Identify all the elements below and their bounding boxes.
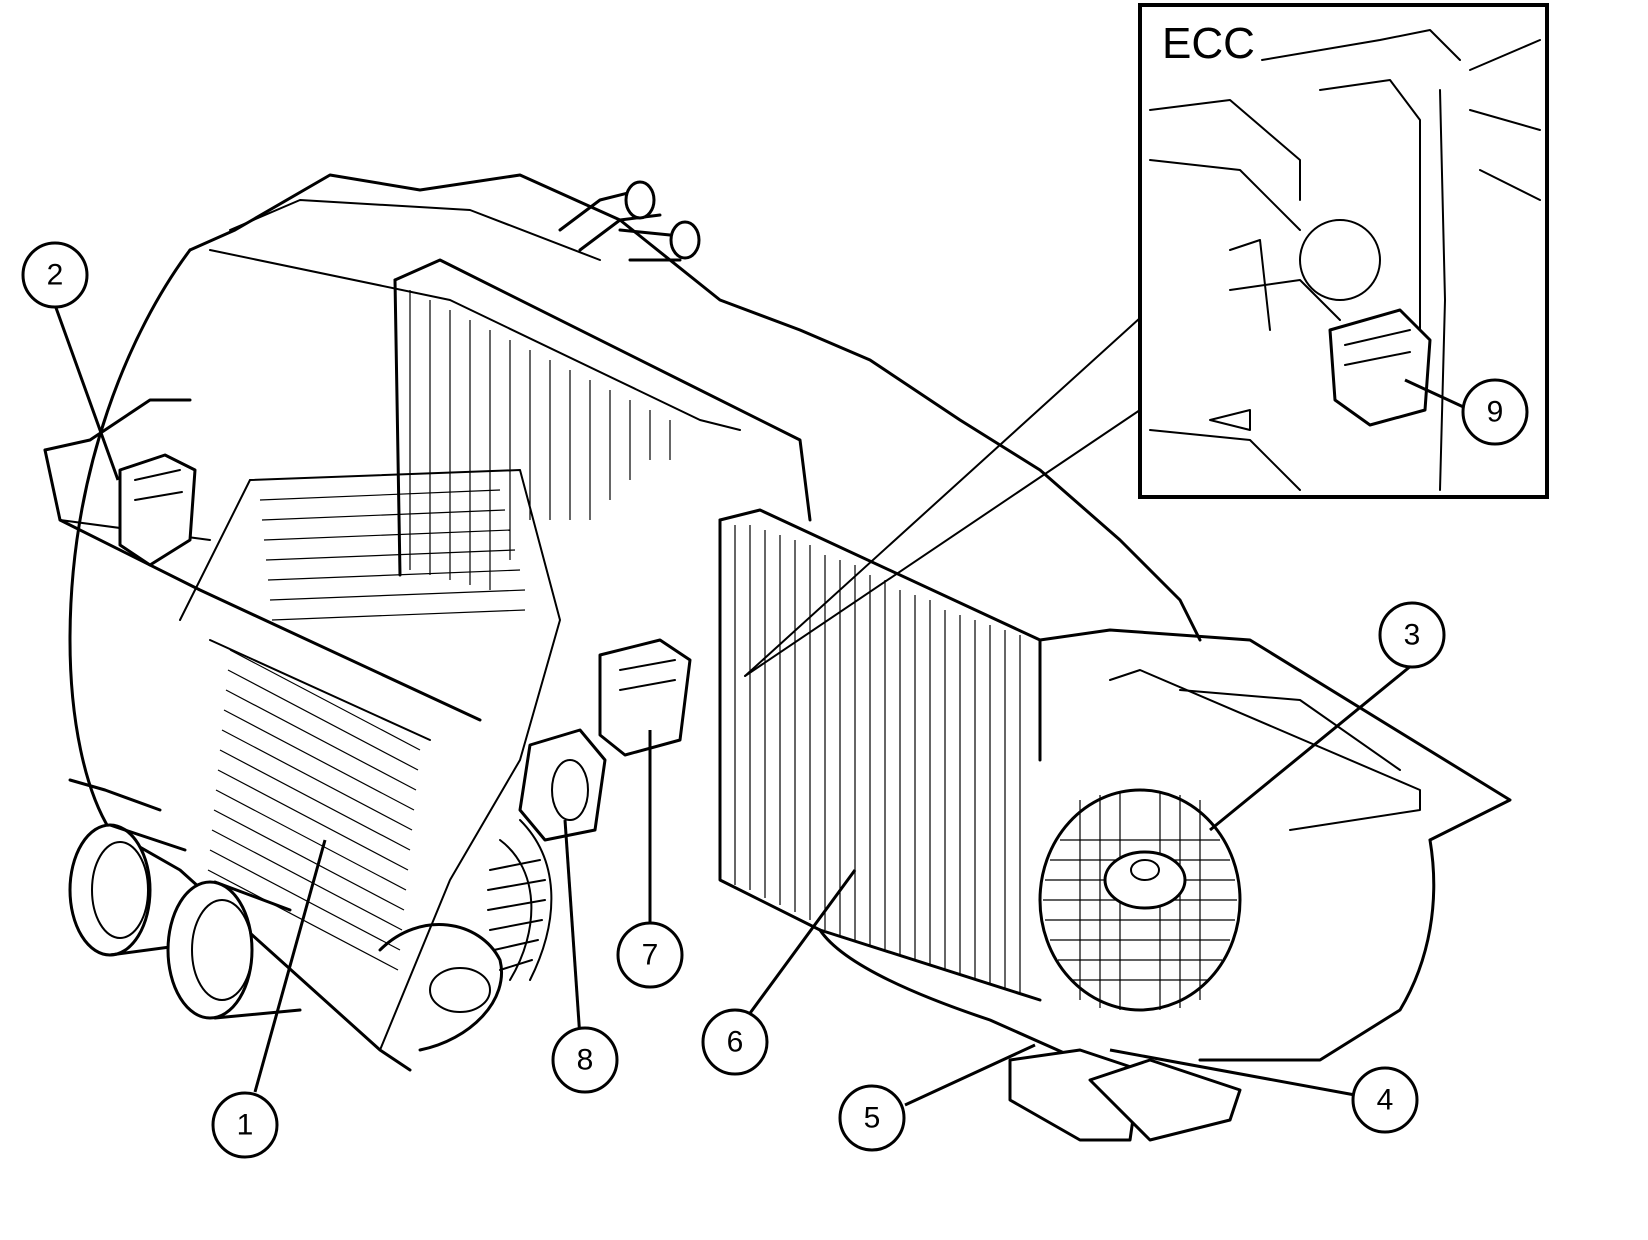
callout-leaders <box>53 304 1471 1107</box>
callout-9-label: 9 <box>1487 396 1504 429</box>
callout-7-label: 7 <box>642 939 659 972</box>
leader-3 <box>1209 663 1413 832</box>
leader-1 <box>253 839 327 1093</box>
callout-5: 5 <box>838 1084 906 1152</box>
callout-8: 8 <box>551 1026 619 1094</box>
callout-8-label: 8 <box>577 1044 594 1077</box>
heater-core <box>393 180 812 590</box>
callout-1: 1 <box>211 1091 279 1159</box>
callout-4: 4 <box>1351 1066 1419 1134</box>
leader-5 <box>904 1043 1036 1107</box>
hvac-housing <box>43 173 1202 1072</box>
actuator-8 <box>518 728 607 842</box>
evaporator-core <box>718 508 1042 1002</box>
leader-8 <box>563 819 582 1039</box>
callout-2-label: 2 <box>47 259 64 292</box>
inset-projection-upper <box>744 317 1141 677</box>
callout-1-label: 1 <box>237 1109 254 1142</box>
callout-4-label: 4 <box>1377 1084 1394 1117</box>
callout-2: 2 <box>21 241 89 309</box>
leader-4 <box>1109 1048 1356 1097</box>
inset-projection-lower <box>744 409 1141 677</box>
leader-6 <box>743 869 857 1021</box>
callout-6-label: 6 <box>727 1026 744 1059</box>
callout-5-label: 5 <box>864 1102 881 1135</box>
leader-9 <box>1404 378 1471 412</box>
actuator-7 <box>598 638 692 757</box>
actuator-2 <box>118 453 197 567</box>
callout-7: 7 <box>616 921 684 989</box>
callout-3-label: 3 <box>1404 619 1421 652</box>
blower-housing <box>818 628 1512 1142</box>
callout-6: 6 <box>701 1008 769 1076</box>
inset-title: ECC <box>1162 19 1255 68</box>
callout-9: 9 <box>1461 378 1529 446</box>
ecc-inset: ECC <box>1138 3 1549 499</box>
leader-2 <box>53 304 120 481</box>
callout-3: 3 <box>1378 601 1446 669</box>
